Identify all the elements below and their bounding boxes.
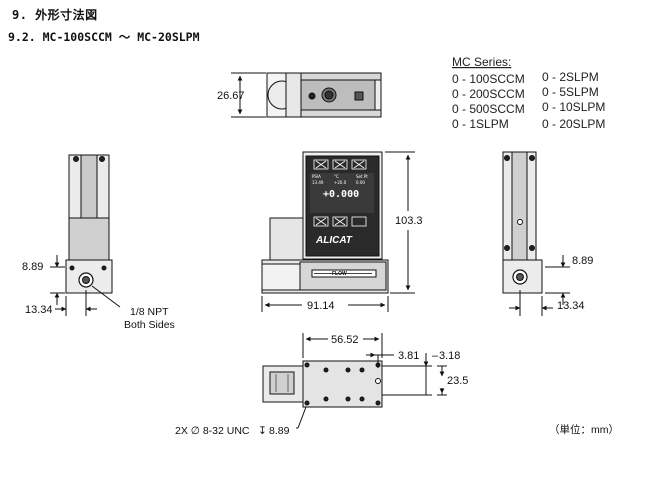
- series-range: 0 - 200SCCM: [452, 87, 525, 101]
- units-note: （単位：mm）: [549, 423, 619, 436]
- front-keypad-top: [313, 159, 367, 170]
- right-side-view: [502, 151, 570, 316]
- brand-logo: ALICAT: [315, 235, 353, 246]
- lcd-value: 13.49: [312, 180, 324, 185]
- depth-icon: ↧: [258, 425, 267, 437]
- top-view: [231, 72, 382, 118]
- dim-left-width: 13.34: [25, 304, 53, 316]
- dim-right-width: 13.34: [557, 300, 585, 312]
- left-side-view: [50, 154, 121, 316]
- series-range: 0 - 2SLPM: [542, 70, 599, 84]
- front-keypad-bottom: [313, 216, 367, 227]
- npt-note-line1: 1/8 NPT: [130, 306, 169, 318]
- lcd-value: 0.00: [356, 180, 365, 185]
- dim-front-width: 91.14: [307, 300, 335, 312]
- flow-label: FLOW: [332, 271, 347, 277]
- dim-bottom-offset-a: 3.81: [398, 350, 419, 362]
- lcd-value: +20.0: [334, 180, 347, 185]
- bottom-view: [262, 333, 447, 429]
- lcd-readout: +0.000: [323, 189, 359, 200]
- dim-top-height: 26.67: [217, 90, 245, 102]
- lcd-label: PSIA: [312, 174, 321, 179]
- dim-left-port-height: 8.89: [22, 261, 43, 273]
- dim-bottom-length: 56.52: [331, 334, 359, 346]
- series-range: 0 - 1SLPM: [452, 117, 509, 131]
- series-range: 0 - 10SLPM: [542, 100, 605, 114]
- dim-right-port-height: 8.89: [572, 255, 593, 267]
- front-dimension-lines: [261, 151, 415, 312]
- dim-separator: –: [432, 350, 439, 362]
- series-box: MC Series: 0 - 100SCCM 0 - 200SCCM 0 - 5…: [452, 55, 605, 131]
- lcd-label: °C: [334, 174, 339, 179]
- series-range: 0 - 5SLPM: [542, 85, 599, 99]
- series-range: 0 - 20SLPM: [542, 117, 605, 131]
- series-title: MC Series:: [452, 55, 511, 69]
- mount-depth-note: 8.89: [269, 425, 290, 437]
- section-heading: 9. 外形寸法図: [12, 8, 98, 22]
- npt-note-line2: Both Sides: [124, 319, 175, 331]
- lcd-label: Set Pt: [356, 174, 368, 179]
- series-range: 0 - 500SCCM: [452, 102, 525, 116]
- series-range: 0 - 100SCCM: [452, 72, 525, 86]
- dim-height: 103.3: [395, 215, 423, 227]
- front-lcd: [310, 173, 374, 213]
- dim-bottom-offset-b: 3.18: [439, 350, 460, 362]
- mount-thread-note: 2X ∅ 8-32 UNC: [175, 425, 250, 437]
- dim-hole-spacing: 23.5: [447, 375, 468, 387]
- subsection-heading: 9.2. MC-100SCCM ～ MC-20SLPM: [8, 30, 200, 44]
